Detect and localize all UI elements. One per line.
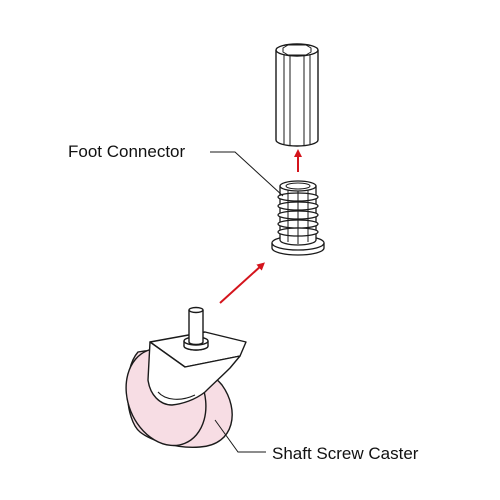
label-foot-connector: Foot Connector <box>68 142 186 161</box>
tube-part <box>275 43 319 147</box>
leader-line-foot-connector <box>210 151 284 197</box>
arrow-caster-to-connector <box>219 262 265 304</box>
label-shaft-screw-caster: Shaft Screw Caster <box>272 444 419 463</box>
leader-line-shaft-screw-caster <box>214 419 266 453</box>
caster-part <box>125 306 247 448</box>
foot-connector-part <box>271 180 325 256</box>
